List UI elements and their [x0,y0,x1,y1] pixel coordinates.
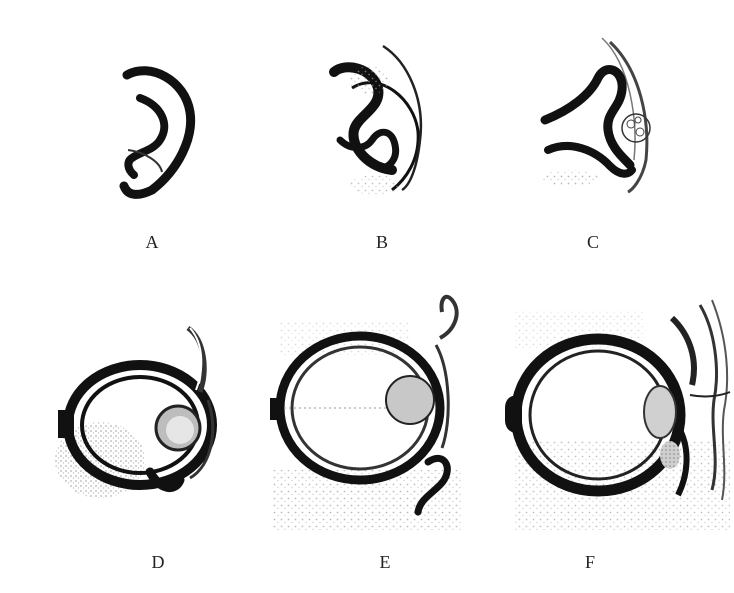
panel-label-b: B [376,233,388,251]
panel-label-e: E [380,553,391,571]
panel-c-drawing [542,38,650,192]
panel-a-drawing [124,71,191,195]
panel-d-drawing [55,328,213,498]
panel-f-drawing [505,300,730,530]
panel-label-a: A [146,233,159,251]
panel-e-drawing [270,297,462,530]
panel-label-c: C [587,233,599,251]
panel-b-drawing [334,46,421,195]
panel-label-f: F [585,553,595,571]
panel-label-d: D [152,553,165,571]
